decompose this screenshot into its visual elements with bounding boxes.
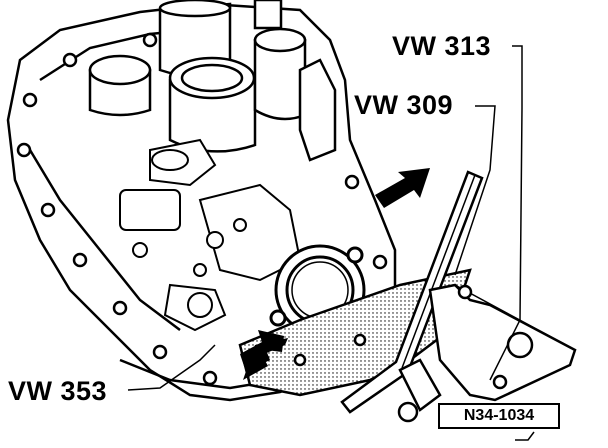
label-vw309: VW 309 (354, 90, 454, 120)
drive-flange (269, 244, 366, 336)
holding-bar-vw309 (340, 170, 484, 414)
direction-arrow-right (375, 168, 430, 208)
direction-arrow-bottom (240, 330, 288, 380)
reference-code: N34-1034 (463, 407, 535, 424)
label-vw353: VW 353 (8, 376, 108, 406)
gear-selector-turrets (88, 0, 337, 162)
leader-lines (127, 45, 523, 391)
reference-code-box: N34-1034 (438, 403, 560, 429)
corner-mark (515, 431, 535, 441)
label-vw313: VW 313 (392, 31, 492, 61)
support-plate-vw309 (238, 268, 472, 397)
bracket-vw313 (397, 283, 577, 423)
